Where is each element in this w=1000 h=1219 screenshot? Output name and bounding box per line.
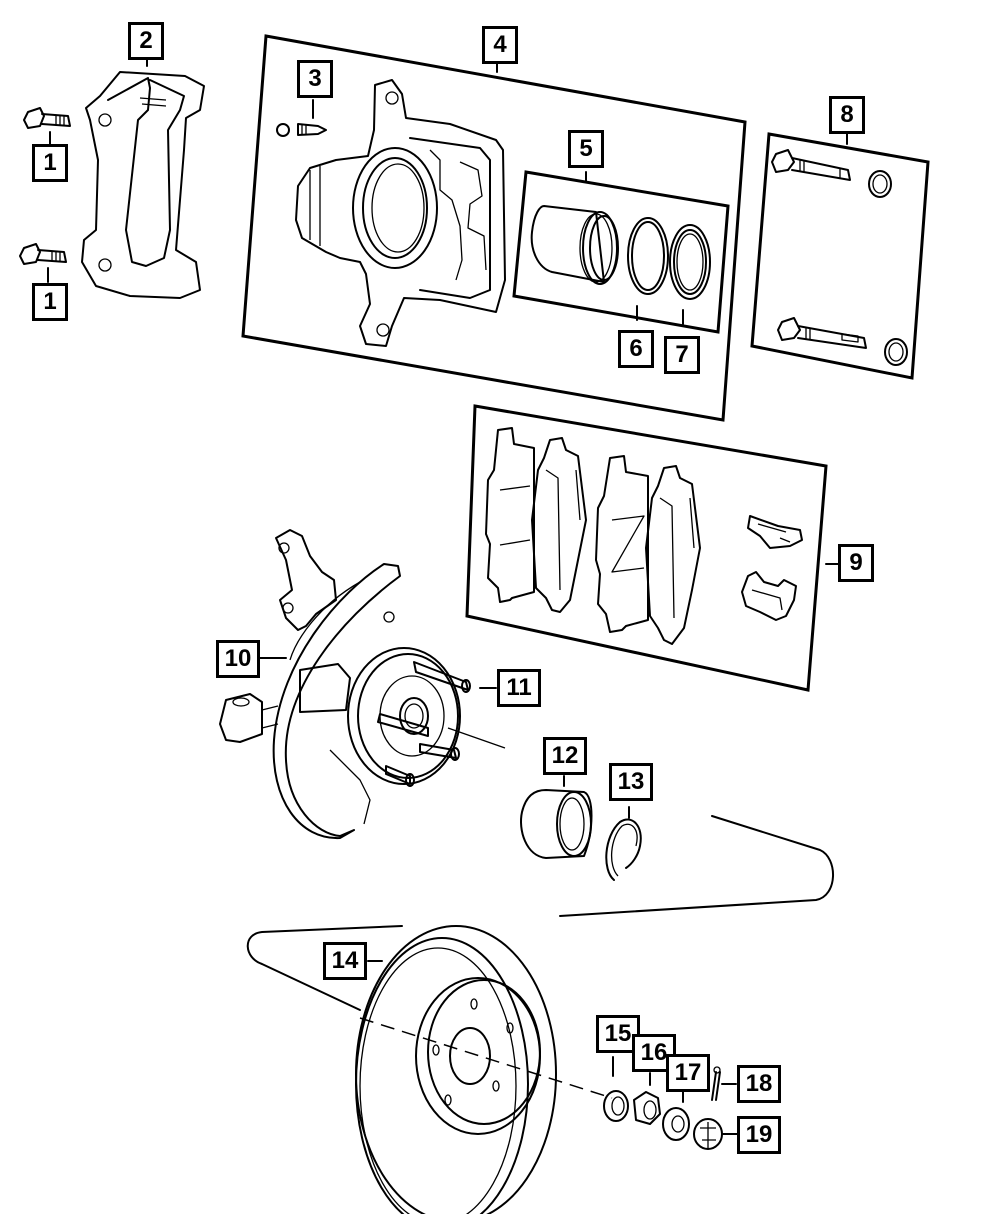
washer[interactable] <box>603 1056 629 1122</box>
brake-pad-outer-1[interactable] <box>531 437 587 613</box>
wheel-hub[interactable] <box>347 647 461 785</box>
callout-3[interactable]: 3 <box>297 60 333 98</box>
callout-10[interactable]: 10 <box>216 640 260 678</box>
pad-clip-upper[interactable] <box>747 515 803 549</box>
callout-4[interactable]: 4 <box>482 26 518 64</box>
wheel-studs[interactable] <box>377 661 506 787</box>
retaining-snap-ring[interactable] <box>605 806 642 881</box>
brake-rotor[interactable] <box>355 925 613 1219</box>
callout-19[interactable]: 19 <box>737 1116 781 1154</box>
brake-pad-inner-2[interactable] <box>595 455 649 633</box>
guide-pin-bolt-upper[interactable] <box>771 149 892 198</box>
brake-pad-outer-2[interactable] <box>645 465 701 645</box>
brake-pad-kit-box <box>465 404 839 692</box>
callout-1-upper[interactable]: 1 <box>32 144 68 182</box>
caliper-adapter-bracket[interactable] <box>81 55 205 299</box>
brake-pad-inner-1[interactable] <box>485 427 535 603</box>
caliper-bolt-lower[interactable] <box>19 243 67 283</box>
callout-8[interactable]: 8 <box>829 96 865 134</box>
guide-pin-bolt-lower[interactable] <box>777 317 908 366</box>
callout-11[interactable]: 11 <box>497 669 541 707</box>
caliper-piston[interactable] <box>530 205 619 285</box>
callout-14[interactable]: 14 <box>323 942 367 980</box>
leader-line-loop <box>559 815 834 917</box>
bleeder-screw-and-cap[interactable] <box>276 99 327 137</box>
callout-2[interactable]: 2 <box>128 22 164 60</box>
hub-bearing[interactable] <box>520 775 593 859</box>
piston-seal-kit-box <box>512 170 730 334</box>
callout-9[interactable]: 9 <box>838 544 874 582</box>
disc-brake-caliper[interactable] <box>295 79 506 347</box>
steering-knuckle-and-shield[interactable] <box>219 529 401 840</box>
castle-nut-lock[interactable] <box>693 1118 739 1150</box>
pad-clip-lower[interactable] <box>741 571 797 621</box>
caliper-bolt-upper[interactable] <box>23 107 71 145</box>
callout-7[interactable]: 7 <box>664 336 700 374</box>
dust-boot[interactable] <box>669 224 711 325</box>
piston-seal[interactable] <box>627 217 669 321</box>
guide-pin-kit-box <box>750 132 930 380</box>
callout-13[interactable]: 13 <box>609 763 653 801</box>
callout-18[interactable]: 18 <box>737 1065 781 1103</box>
cotter-pin[interactable] <box>711 1066 737 1101</box>
hub-nut[interactable] <box>633 1072 661 1125</box>
nut-retainer-washer[interactable] <box>662 1090 690 1141</box>
callout-6[interactable]: 6 <box>618 330 654 368</box>
leader-line-rotor <box>246 925 403 1011</box>
callout-5[interactable]: 5 <box>568 130 604 168</box>
callout-17[interactable]: 17 <box>666 1054 710 1092</box>
callout-1-lower[interactable]: 1 <box>32 283 68 321</box>
callout-12[interactable]: 12 <box>543 737 587 775</box>
